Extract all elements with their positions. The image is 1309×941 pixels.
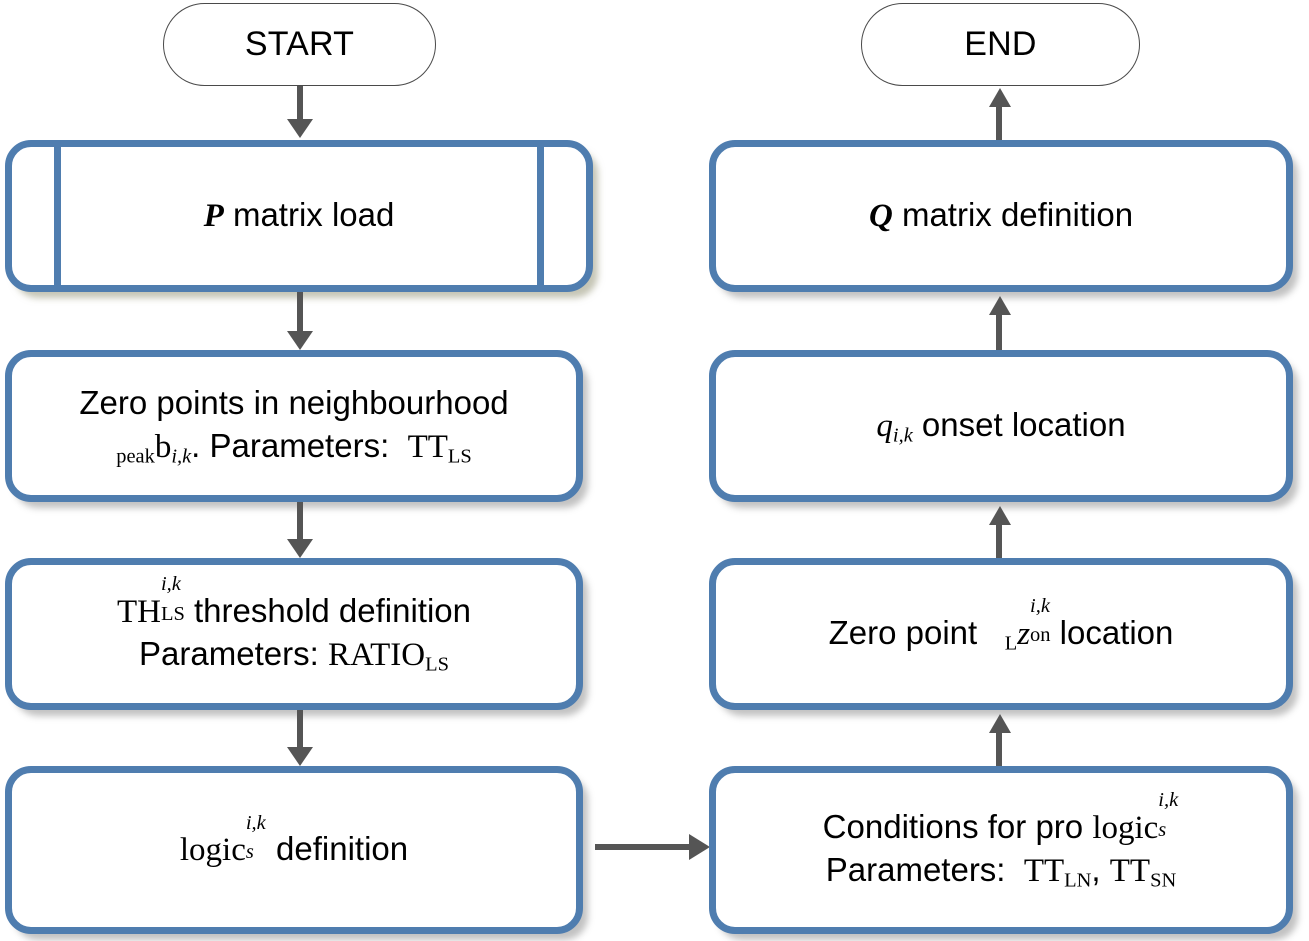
edge-zero-points-to-threshold <box>286 502 314 560</box>
arrowhead-up-icon <box>989 506 1011 525</box>
node-onset-location[interactable]: qi,k onset location <box>709 350 1293 502</box>
arrow-shaft <box>297 502 303 542</box>
predefined-process-bar-left <box>54 140 61 292</box>
symbol-p-bold: P <box>203 198 224 235</box>
edge-logic-definition-to-conditions <box>595 833 713 861</box>
arrow-shaft <box>996 310 1002 352</box>
logic-sub-sup-group: i,ksi,k <box>245 812 267 870</box>
node-end[interactable]: END <box>861 3 1140 86</box>
predefined-process-bar-right <box>537 140 544 292</box>
arrow-shaft <box>996 728 1002 768</box>
arrowhead-down-icon <box>287 747 313 766</box>
arrowhead-up-icon <box>989 714 1011 733</box>
th-sub-sup-group: i,kLSLS <box>160 573 185 632</box>
node-q-matrix-definition[interactable]: Q matrix definition <box>709 140 1293 292</box>
text-definition: definition <box>266 830 409 868</box>
symbol-q-italic: q <box>876 407 893 444</box>
arrowhead-right-icon <box>689 834 710 860</box>
arrow-shaft <box>297 292 303 334</box>
arrow-shaft <box>297 710 303 750</box>
symbol-tt-sn: TT <box>1109 853 1151 890</box>
superscript-ik: i,k <box>1030 594 1050 617</box>
text-onset-location: onset location <box>912 405 1126 443</box>
subscript-ls: LS <box>160 602 185 625</box>
text-matrix-definition: matrix definition <box>892 196 1134 234</box>
subscript-l: L <box>1004 632 1018 655</box>
subscript-ik: i,k <box>892 424 913 447</box>
text-parameters-label: Parameters: <box>825 851 1006 889</box>
text-threshold-definition: threshold definition <box>184 591 472 629</box>
symbol-tt: TT <box>407 428 448 465</box>
edge-zero-point-location-to-onset-location <box>987 506 1013 560</box>
superscript-ik: i,k <box>1158 789 1179 812</box>
node-q-matrix-definition-label: Q matrix definition <box>855 194 1147 237</box>
node-zero-point-location-label: Zero point Lzi,konon location <box>815 595 1188 657</box>
arrow-shaft <box>996 520 1002 560</box>
edge-start-to-p-matrix-load <box>286 86 314 140</box>
z-sub-sup-group: i,konon <box>1030 595 1051 654</box>
node-zero-point-location[interactable]: Zero point Lzi,konon location <box>709 558 1293 710</box>
edge-p-matrix-load-to-zero-points <box>286 292 314 352</box>
symbol-logic: logic <box>1092 809 1159 846</box>
subscript-s: s <box>245 841 254 863</box>
symbol-th: TH <box>116 593 161 630</box>
node-start[interactable]: START <box>163 3 436 86</box>
symbol-tt-ln: TT <box>1023 853 1065 890</box>
node-p-matrix-load[interactable]: P matrix load <box>5 140 593 292</box>
subscript-ls-2: LS <box>425 653 449 676</box>
edge-threshold-to-logic-definition <box>286 710 314 768</box>
text-conditions-prefix: Conditions for pro <box>822 807 1093 845</box>
symbol-b: b <box>154 428 172 465</box>
arrow-shaft <box>996 102 1002 142</box>
text-zero-point-prefix: Zero point <box>828 613 978 651</box>
superscript-ik: i,k <box>245 811 266 834</box>
symbol-q-bold: Q <box>868 198 893 235</box>
edge-conditions-to-zero-point-location <box>987 714 1013 768</box>
node-end-label: END <box>964 25 1037 63</box>
text-comma: , <box>1091 851 1101 889</box>
arrowhead-up-icon <box>989 296 1011 315</box>
subscript-s: s <box>1158 818 1167 841</box>
arrowhead-down-icon <box>287 539 313 558</box>
arrow-shaft <box>595 844 695 850</box>
subscript-on: on <box>1030 624 1051 647</box>
subscript-ln: LN <box>1064 869 1092 892</box>
subscript-ls: LS <box>447 445 472 468</box>
subscript-peak: peak <box>116 445 155 468</box>
text-location: location <box>1050 613 1174 651</box>
node-p-matrix-load-label: P matrix load <box>190 194 409 237</box>
arrowhead-down-icon <box>287 331 313 350</box>
text-parameters-label: Parameters: <box>139 635 319 673</box>
logic-sub-sup-group: i,ksi,k <box>1158 789 1179 848</box>
node-zero-points-label: Zero points in neighbourhood peakbi,k. P… <box>65 382 522 469</box>
node-start-label: START <box>244 25 355 63</box>
edge-q-matrix-definition-to-end <box>987 88 1013 142</box>
zero-points-line-1: Zero points in neighbourhood <box>79 384 509 422</box>
node-threshold[interactable]: THi,kLS LS threshold definition Parameter… <box>5 558 583 710</box>
symbol-ratio: RATIO <box>327 637 426 674</box>
node-zero-points[interactable]: Zero points in neighbourhood peakbi,k. P… <box>5 350 583 502</box>
arrow-shaft <box>297 86 303 122</box>
subscript-ik: i,k <box>171 445 192 468</box>
text-period-parameters: . Parameters: <box>191 426 390 464</box>
edge-onset-location-to-q-matrix-definition <box>987 296 1013 352</box>
text-matrix-load: matrix load <box>223 196 395 234</box>
symbol-logic: logic <box>179 832 246 869</box>
arrowhead-up-icon <box>989 88 1011 107</box>
node-threshold-label: THi,kLS LS threshold definition Parameter… <box>103 573 485 678</box>
node-onset-location-label: qi,k onset location <box>862 404 1139 449</box>
superscript-ik: i,k <box>160 573 181 596</box>
symbol-z: z <box>1017 615 1031 652</box>
arrowhead-down-icon <box>287 119 313 138</box>
subscript-sn: SN <box>1150 869 1177 892</box>
